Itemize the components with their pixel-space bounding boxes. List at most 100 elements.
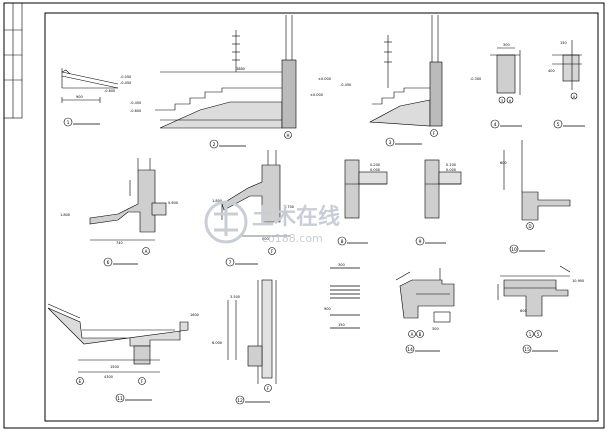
detail-10-axis-bubble: [526, 222, 534, 230]
detail-12-tag: [235, 395, 245, 405]
detail-4-axis-b: 6: [509, 99, 511, 103]
detail-12-axis-bubble: [264, 384, 272, 392]
detail-1-dim-c: -0.600: [104, 89, 115, 93]
detail-6-axis: A: [145, 249, 148, 254]
detail-7-dim-a: 1.800: [212, 199, 222, 203]
detail-2-dim-a: ±0.000: [310, 93, 323, 97]
detail-9-dim-a: 0.200: [446, 163, 456, 167]
detail-14-axis-bubble-a: [408, 330, 416, 338]
detail-15-axis-bubble-b: [534, 330, 542, 338]
detail-15-axis-bubble-a: [526, 330, 534, 338]
detail-9-label: 9: [419, 239, 422, 245]
detail-5-dim-a: 150: [560, 41, 567, 45]
detail-2-dim-width: 3880: [236, 67, 245, 71]
detail-6-label: 6: [107, 260, 110, 266]
detail-13-dim-c: 150: [338, 323, 345, 327]
detail-14-dim: 300: [432, 327, 439, 331]
detail-6: [89, 158, 167, 241]
detail-13: [330, 267, 360, 329]
detail-8: [344, 159, 388, 219]
detail-10-axis: D: [528, 224, 531, 229]
detail-15: [497, 265, 571, 317]
detail-7-dim-width: 600: [262, 237, 269, 241]
detail-7-tag: [225, 257, 235, 267]
detail-7: [221, 150, 290, 237]
detail-11-label: 11: [117, 396, 123, 402]
detail-5: [552, 40, 582, 90]
detail-2: [155, 15, 297, 129]
detail-13-dim-b: 900: [324, 307, 331, 311]
watermark-logo-icon: [204, 200, 248, 244]
detail-7-label: 7: [229, 260, 232, 266]
detail-15-label: 15: [524, 347, 530, 353]
detail-9-dim-b: 0.000: [446, 168, 456, 172]
detail-3-axis-bubble: [430, 129, 438, 137]
detail-7-axis-bubble: [268, 247, 276, 255]
detail-13-dim-a: 300: [338, 263, 345, 267]
detail-2-axis: H: [286, 133, 289, 138]
detail-6-dim-a: 1.800: [60, 213, 70, 217]
detail-5-tag: [553, 119, 563, 129]
detail-1-tag: [63, 117, 73, 127]
detail-5-dim-b: 400: [548, 69, 555, 73]
detail-11-axis-b: F: [141, 379, 144, 384]
title-block-strip: [3, 2, 23, 119]
detail-14-axis-b: B: [419, 332, 422, 337]
detail-10-label: 10: [511, 247, 517, 253]
detail-11-dim-c: 4300: [104, 375, 113, 379]
detail-7-axis: F: [271, 249, 274, 254]
detail-1: [61, 68, 119, 103]
detail-8-dim-a: 0.200: [370, 163, 380, 167]
detail-11-axis-a: E: [79, 379, 82, 384]
detail-3-label: 3: [389, 140, 392, 146]
detail-1-dim-a: -0.050: [120, 75, 131, 79]
detail-10: [503, 140, 571, 221]
detail-1-dim-b: -0.450: [120, 81, 131, 85]
detail-11-dim-a: 1500: [110, 365, 119, 369]
detail-8-label: 8: [341, 239, 344, 245]
detail-15-axis-b: 5: [537, 332, 540, 337]
watermark-subtitle: co188.com: [262, 232, 323, 245]
detail-14-label: 14: [407, 347, 413, 353]
detail-2-label: 2: [213, 142, 216, 148]
detail-3-tag: [385, 137, 395, 147]
detail-14-tag: [405, 344, 415, 354]
detail-5-label: 5: [557, 122, 560, 128]
detail-4-label: 4: [494, 122, 497, 128]
detail-15-dim-a: 600: [520, 309, 527, 313]
detail-6-tag: [103, 257, 113, 267]
detail-4-axis-bubble-b: [506, 96, 514, 104]
detail-3-dim-c: -0.300: [470, 77, 481, 81]
detail-15-axis-a: 1: [529, 332, 532, 337]
detail-8-dim-b: 0.000: [370, 168, 380, 172]
detail-11-axis-bubble-b: [138, 377, 146, 385]
detail-1-dim-width: 900: [76, 95, 83, 99]
detail-12: [227, 279, 277, 384]
detail-12-dim-a: 3.500: [230, 295, 240, 299]
detail-4-axis-a: 3: [501, 99, 503, 103]
detail-2-dim-c: -0.600: [130, 109, 141, 113]
detail-4: [490, 47, 521, 95]
detail-3-axis: F: [433, 131, 436, 136]
detail-5-axis-bubble: [570, 92, 578, 100]
detail-3: [368, 15, 443, 127]
detail-15-dim-b: 10.900: [572, 279, 584, 283]
detail-14-axis-bubble-b: [416, 330, 424, 338]
detail-2-tag: [209, 139, 219, 149]
detail-5-axis: A: [573, 95, 576, 99]
detail-11-tag: [115, 393, 125, 403]
detail-12-dim-b: 6.000: [212, 341, 222, 345]
detail-8-tag: [337, 236, 347, 246]
detail-2-dim-b: -0.450: [130, 101, 141, 105]
detail-6-dim-width: 740: [116, 241, 123, 245]
detail-6-dim-b: 5.600: [168, 201, 178, 205]
detail-7-dim-b: 1.700: [284, 205, 294, 209]
detail-3-dim-a: ±0.000: [318, 77, 331, 81]
detail-4-tag: [490, 119, 500, 129]
detail-9: [424, 159, 462, 219]
detail-4-dim: 300: [503, 43, 510, 47]
inner-frame: [44, 12, 599, 422]
detail-12-label: 12: [237, 398, 243, 404]
detail-10-dim: 600: [500, 161, 507, 165]
detail-14: [395, 268, 455, 323]
